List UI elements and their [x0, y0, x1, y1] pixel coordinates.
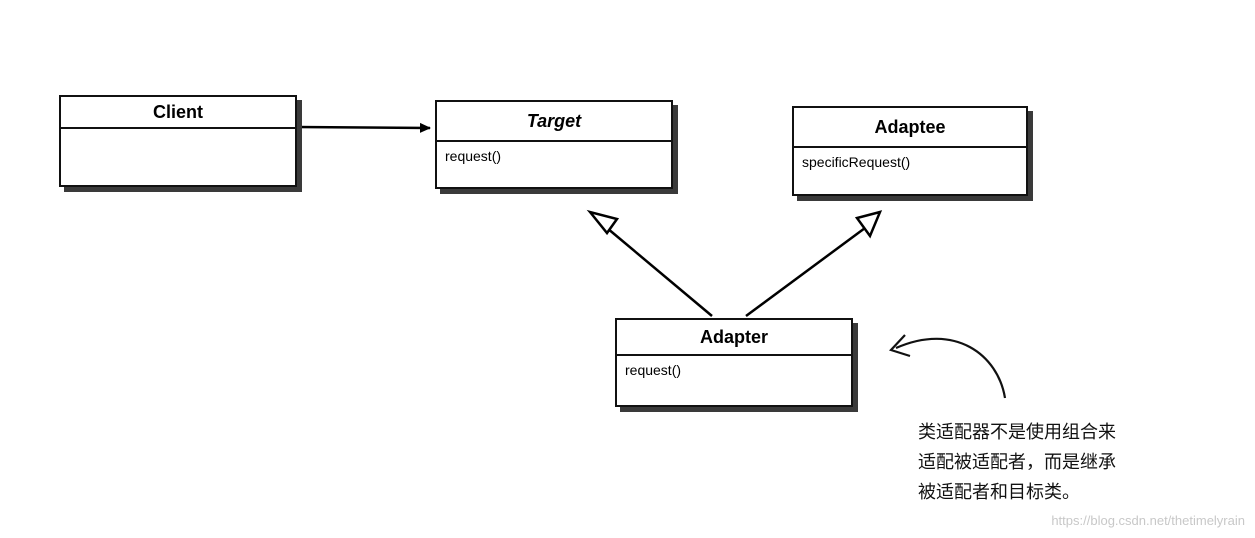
note-line-1: 类适配器不是使用组合来 [918, 422, 1116, 443]
adaptee-inheritance-arrowhead [854, 210, 883, 239]
adapter-adaptee-generalization [745, 226, 866, 318]
client-target-association [295, 122, 431, 133]
adaptee-class-methods: specificRequest() [802, 154, 911, 170]
adapter-class-box: Adapter request() [615, 318, 853, 407]
adapter-target-generalization [606, 227, 713, 317]
note-pointer-curve [895, 337, 1007, 399]
target-class-name: Target [437, 102, 671, 142]
adapter-class-name: Adapter [617, 320, 851, 356]
adaptee-class-name: Adaptee [794, 108, 1026, 148]
watermark-text: https://blog.csdn.net/thetimelyrain [1051, 513, 1245, 528]
adapter-class-methods: request() [625, 362, 682, 378]
client-class-name: Client [61, 97, 295, 129]
adaptee-class-box: Adaptee specificRequest() [792, 106, 1028, 196]
target-class-methods: request() [445, 148, 502, 164]
note-pointer-head [889, 334, 911, 358]
client-class-box: Client [59, 95, 297, 187]
note-line-3: 被适配者和目标类。 [918, 482, 1080, 503]
annotation-note: 类适配器不是使用组合来 适配被适配者，而是继承 被适配者和目标类。 [918, 418, 1218, 508]
target-inheritance-arrowhead [586, 209, 620, 236]
client-class-methods [61, 129, 295, 141]
target-class-box: Target request() [435, 100, 673, 189]
note-line-2: 适配被适配者，而是继承 [918, 452, 1116, 473]
